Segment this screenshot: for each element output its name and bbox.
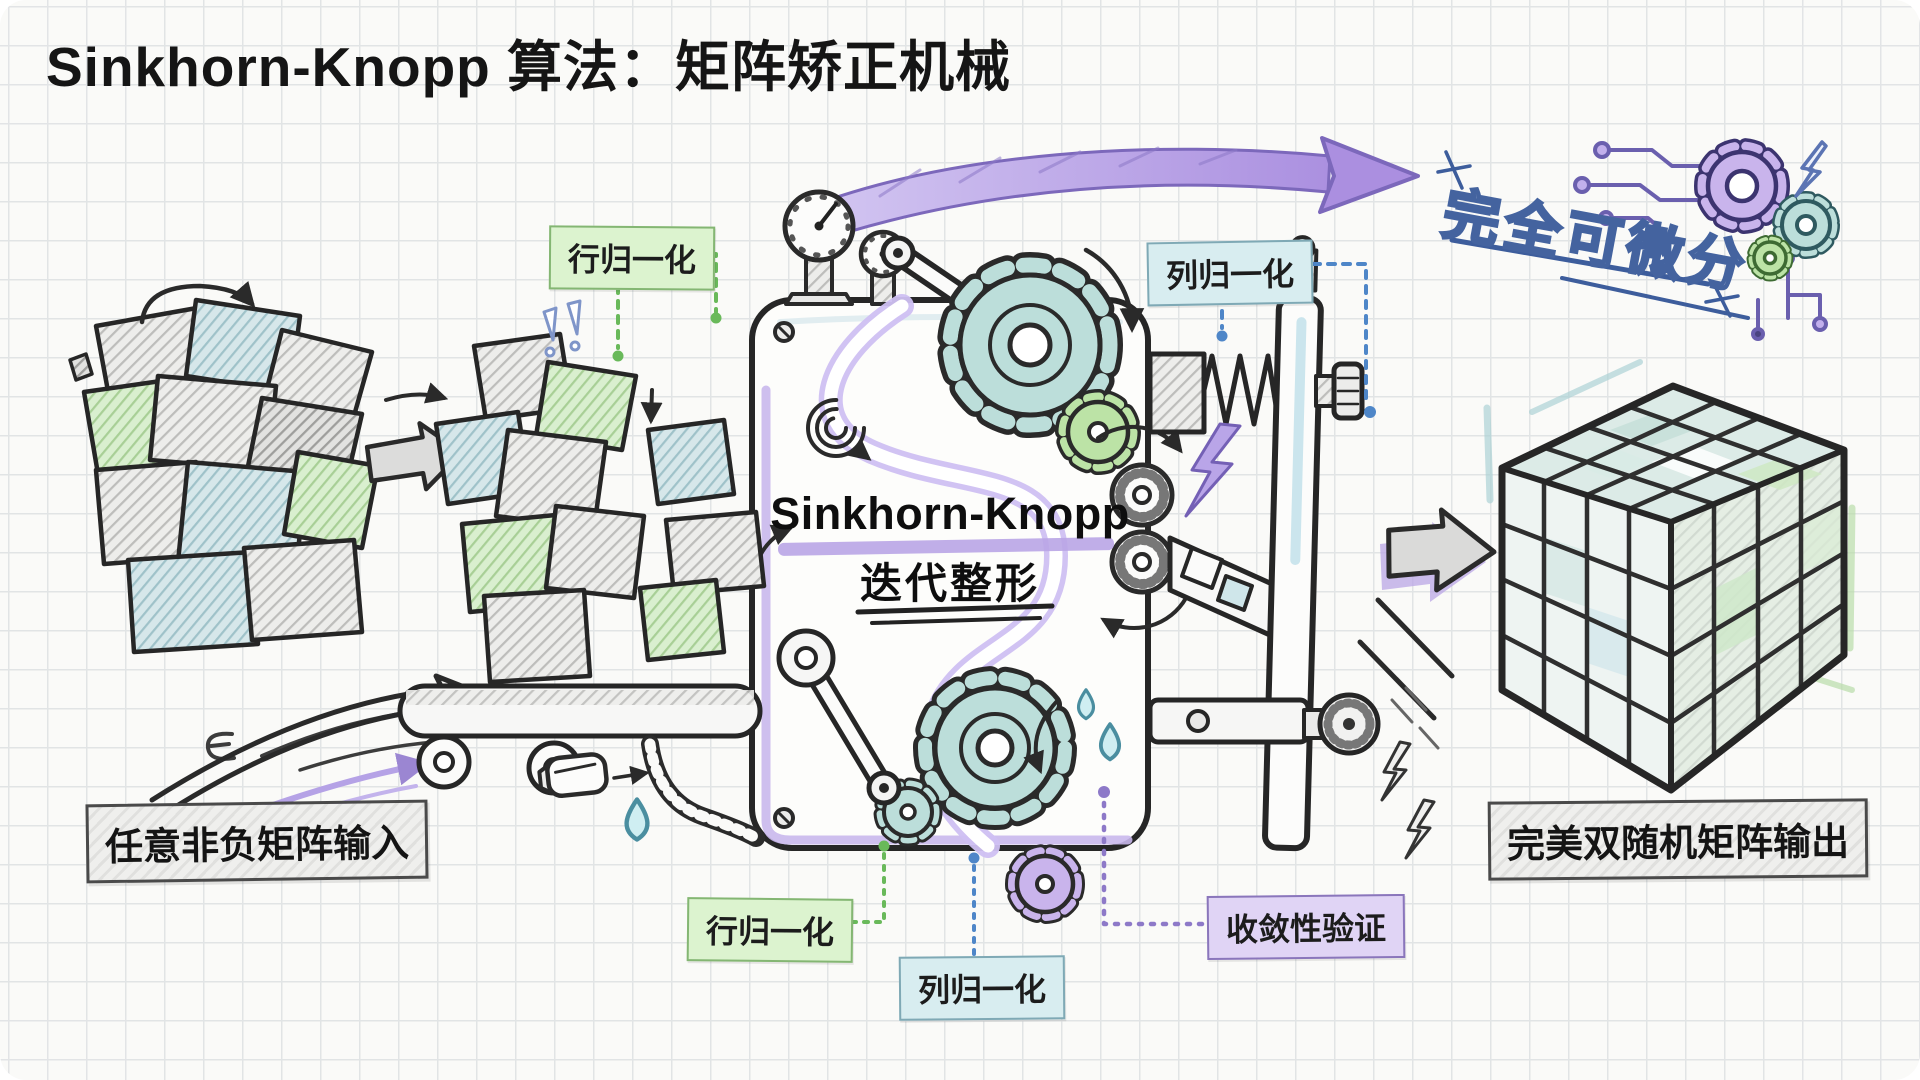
doubly-stochastic-cube — [1483, 359, 1856, 794]
down-arrow — [640, 388, 663, 425]
badge-col-normalization-top: 列归一化 — [1146, 239, 1314, 307]
connector-row-bottom — [838, 850, 886, 924]
thin-arrow — [384, 382, 449, 404]
exclamation-sparks — [542, 299, 582, 358]
gear-top-teal — [937, 247, 1145, 438]
speed-lines — [1357, 597, 1455, 750]
page-title: Sinkhorn-Knopp 算法：矩阵矫正机械 — [46, 36, 1012, 98]
badge-col-normalization-bottom: 列归一化 — [898, 955, 1066, 1021]
tension-bar — [1262, 235, 1324, 852]
differentiable-arrow — [794, 136, 1420, 248]
input-label: 任意非负矩阵输入 — [85, 799, 429, 884]
nozzle-arrow — [612, 765, 650, 785]
gear-tr-purple — [1694, 138, 1790, 234]
badge-row-normalization-bottom: 行归一化 — [686, 897, 854, 963]
differentiable-underlines — [1436, 150, 1750, 320]
lever-arm-bottom — [756, 524, 902, 806]
coiled-hose — [641, 735, 765, 847]
machine-name: Sinkhorn-Knopp — [770, 488, 1130, 539]
spring-assembly — [1147, 351, 1287, 435]
lightning-bolt-blue — [1794, 140, 1828, 198]
pile-swirl-arrow — [139, 280, 256, 325]
feeding-matrix-pile — [433, 331, 767, 685]
lightning-bolt-purple — [1184, 422, 1242, 518]
lightning-bolts-small — [1380, 740, 1436, 860]
curl-arrow — [1023, 698, 1060, 775]
badge-row-normalization-top: 行归一化 — [548, 225, 716, 291]
droplets — [1077, 688, 1121, 762]
block-arrow-right — [1380, 507, 1497, 602]
output-label: 完美双随机矩阵输出 — [1487, 798, 1869, 881]
gear-small-green — [1055, 389, 1141, 475]
output-chute — [1167, 535, 1275, 639]
connector-convergence — [1101, 797, 1205, 927]
knurled-rollers — [1096, 424, 1188, 639]
badge-convergence-check: 收敛性验证 — [1206, 893, 1406, 961]
messy-matrix-pile — [68, 297, 381, 655]
nozzle — [537, 752, 609, 798]
gear-bottom-teal — [913, 666, 1077, 830]
gear-tr-green — [1746, 234, 1794, 282]
knob-bracket — [1147, 692, 1381, 756]
spiral-detail — [806, 398, 872, 461]
gear-tr-teal — [1772, 191, 1840, 259]
pressure-gauge-large — [782, 189, 856, 306]
droplet — [624, 797, 650, 842]
gear-purple-bottom — [1005, 844, 1085, 924]
machine-title-underlines — [778, 537, 1114, 625]
machine-title: Sinkhorn-Knopp 迭代整形 — [752, 488, 1148, 611]
threaded-bolt-nut — [1314, 361, 1365, 421]
machine-subtitle: 迭代整形 — [859, 560, 1040, 607]
